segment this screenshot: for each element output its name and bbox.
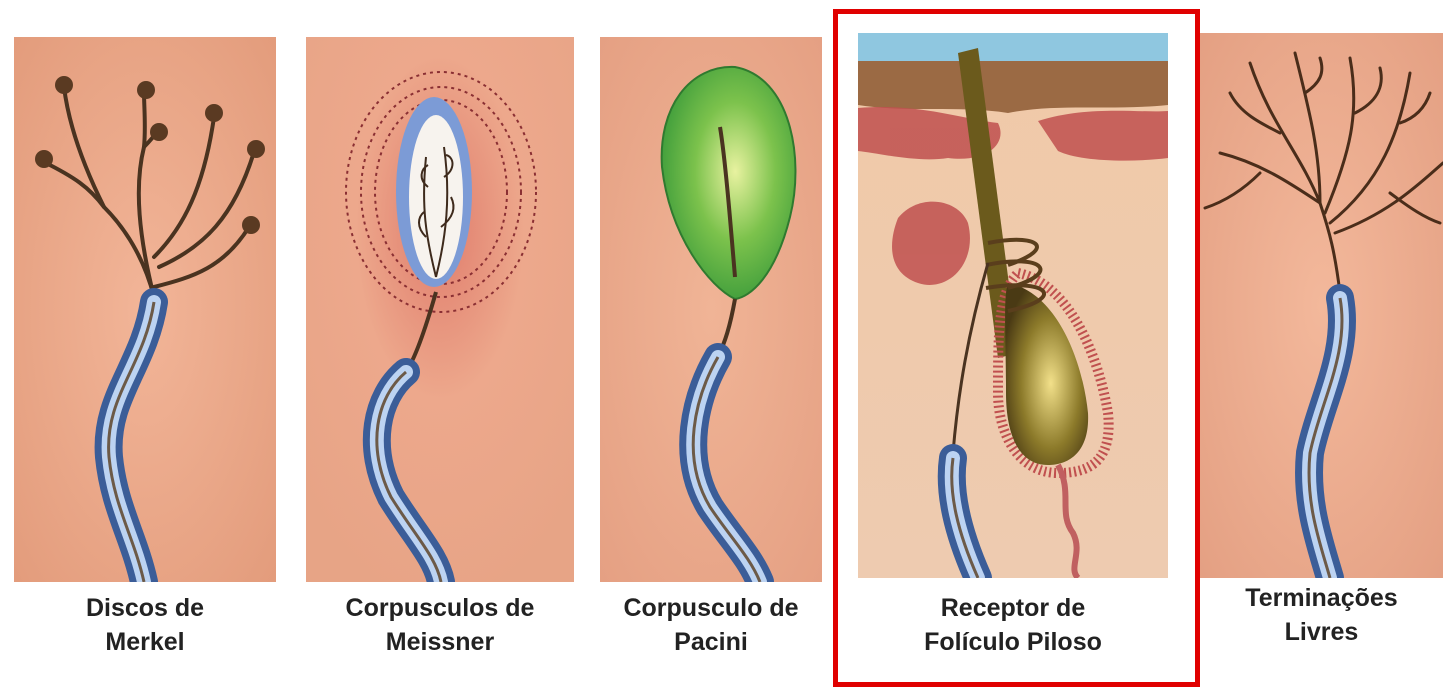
hair-follicle-receptor-panel	[858, 33, 1168, 578]
receptor-caption-hair-follicle: Receptor de Folículo Piloso	[858, 591, 1168, 659]
caption-line1: Corpusculos de	[306, 591, 574, 625]
meissner-corpuscle-panel	[306, 37, 574, 582]
caption-line2: Folículo Piloso	[858, 625, 1168, 659]
caption-line1: Corpusculo de	[600, 591, 822, 625]
receptor-caption-meissner: Corpusculos de Meissner	[306, 591, 574, 659]
caption-line2: Merkel	[14, 625, 276, 659]
receptor-caption-merkel: Discos de Merkel	[14, 591, 276, 659]
hair-follicle-illustration	[858, 33, 1168, 578]
receptor-caption-free-endings: Terminações Livres	[1200, 581, 1443, 649]
merkel-disc-illustration	[14, 37, 276, 582]
caption-line1: Terminações	[1200, 581, 1443, 615]
free-nerve-endings-panel	[1200, 33, 1443, 578]
meissner-corpuscle-illustration	[306, 37, 574, 582]
caption-line1: Discos de	[14, 591, 276, 625]
merkel-disc-panel	[14, 37, 276, 582]
receptor-caption-pacini: Corpusculo de Pacini	[600, 591, 822, 659]
caption-line2: Meissner	[306, 625, 574, 659]
caption-line2: Pacini	[600, 625, 822, 659]
caption-line1: Receptor de	[858, 591, 1168, 625]
caption-line2: Livres	[1200, 615, 1443, 649]
free-nerve-endings-illustration	[1200, 33, 1443, 578]
pacini-corpuscle-illustration	[600, 37, 822, 582]
pacini-corpuscle-panel	[600, 37, 822, 582]
